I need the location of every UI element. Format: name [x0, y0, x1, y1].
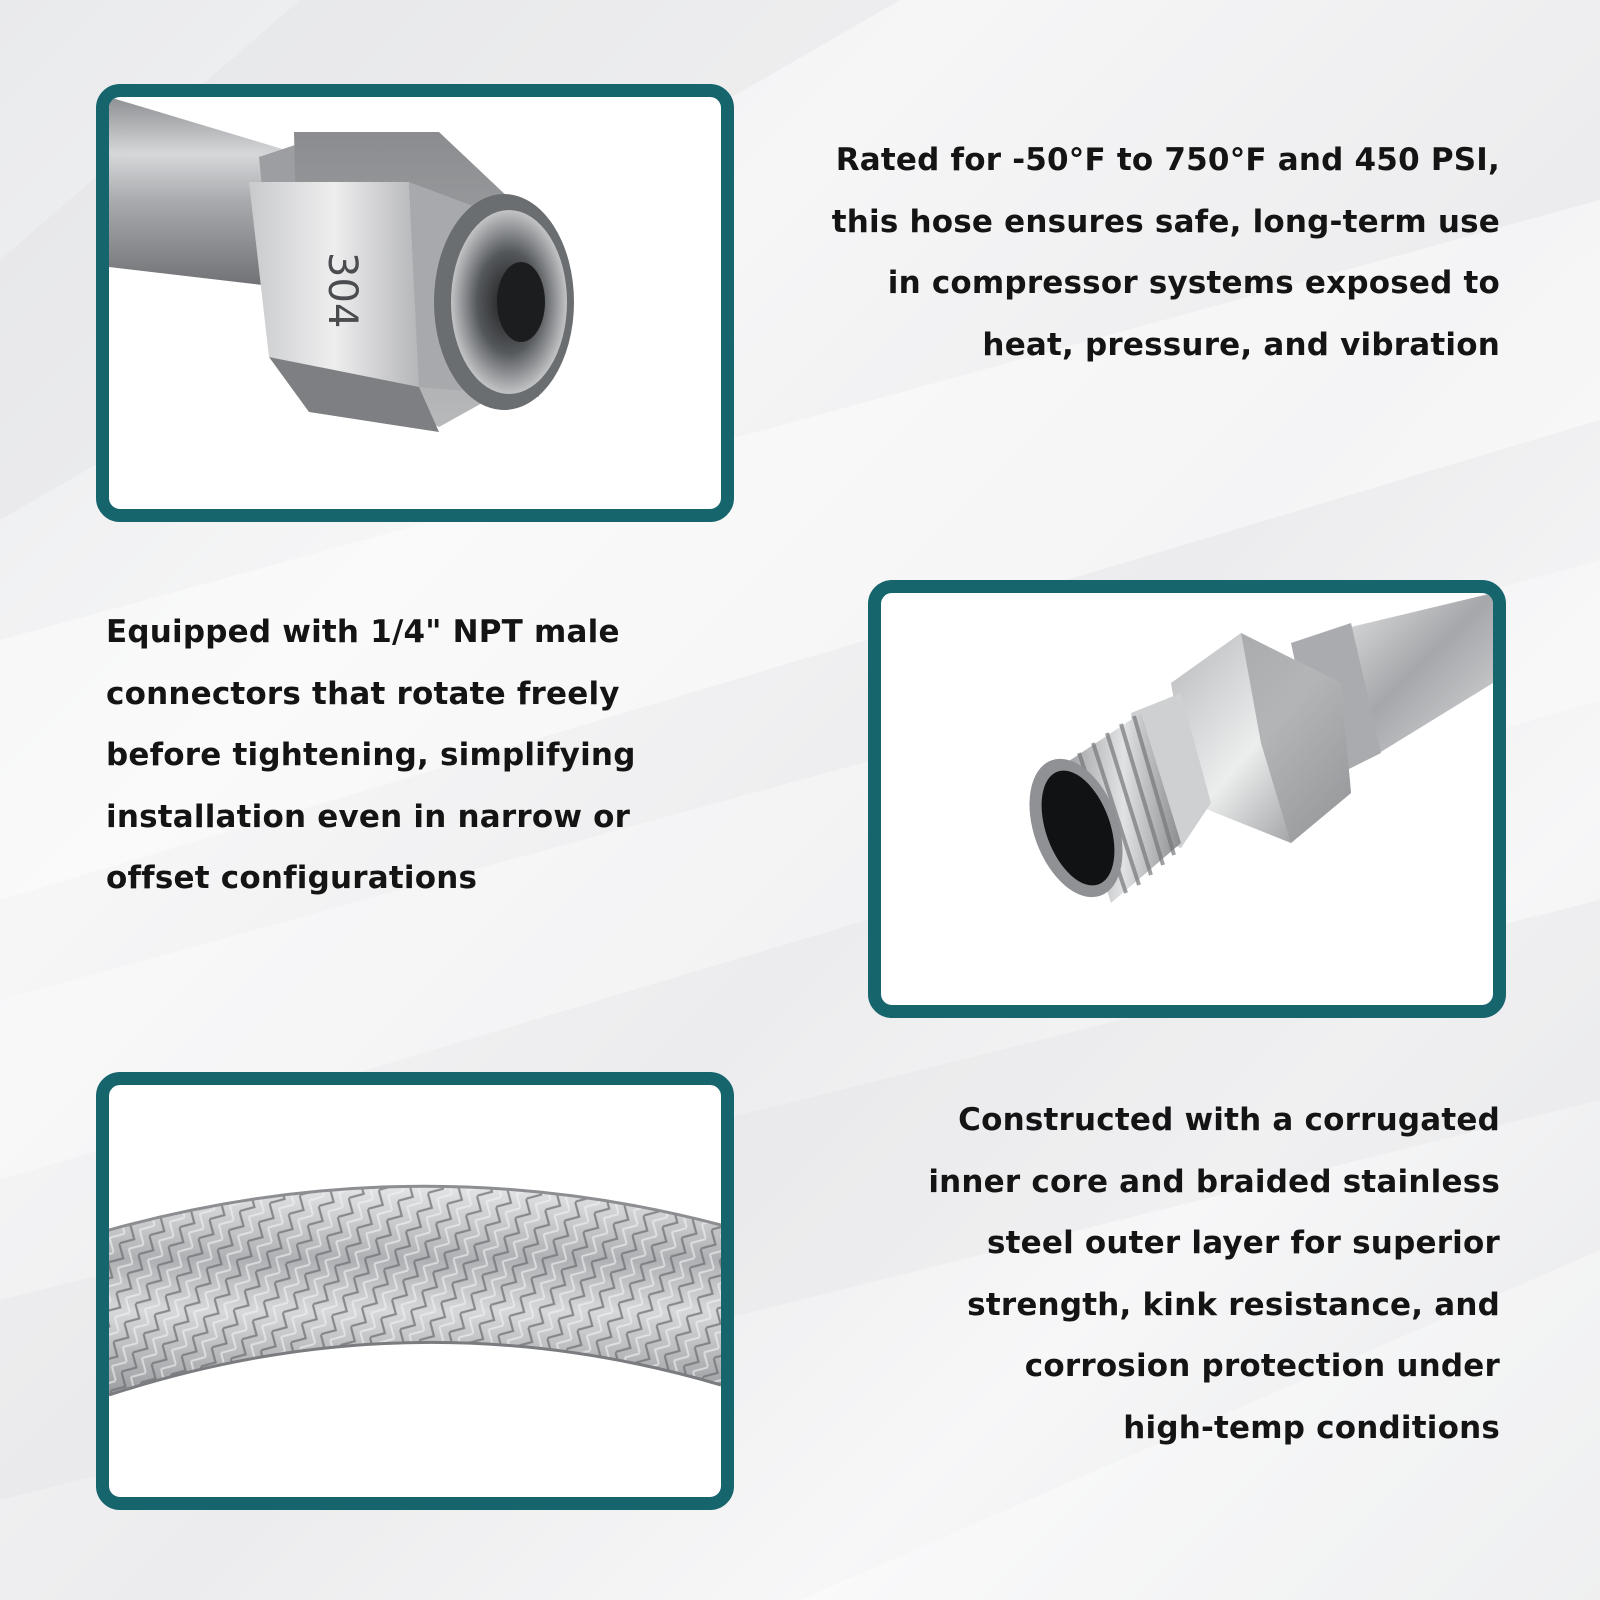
hex-fitting-illustration: 304 — [109, 97, 574, 432]
braided-hose-illustration — [109, 1184, 721, 1397]
connector-line: connectors that rotate freely — [106, 675, 620, 712]
construction-line: high-temp conditions — [1123, 1409, 1500, 1446]
rating-line: Rated for -50°F to 750°F and 450 PSI, — [835, 142, 1500, 178]
connector-line: Equipped with 1/4" NPT male — [106, 614, 620, 650]
connector-line: offset configurations — [106, 860, 478, 896]
construction-line: inner core and braided stainless — [928, 1163, 1500, 1200]
construction-description-text: Constructed with a corrugated inner core… — [800, 1090, 1500, 1459]
construction-line: corrosion protection under — [1024, 1348, 1500, 1384]
rating-line: in compressor systems exposed to — [887, 265, 1500, 301]
rating-line: this hose ensures safe, long-term use — [831, 203, 1500, 240]
construction-line: Constructed with a corrugated — [958, 1102, 1500, 1138]
temperature-pressure-rating-text: Rated for -50°F to 750°F and 450 PSI, th… — [800, 130, 1500, 376]
hex-fitting-image-panel: 304 — [96, 84, 734, 522]
stamp-text: 304 — [319, 252, 365, 328]
npt-connector-image-panel — [868, 580, 1506, 1018]
connector-line: before tightening, simplifying — [106, 737, 636, 773]
braided-hose-image-panel — [96, 1072, 734, 1510]
npt-connector-illustration — [1029, 593, 1493, 903]
construction-line: strength, kink resistance, and — [967, 1286, 1500, 1323]
construction-line: steel outer layer for superior — [986, 1225, 1500, 1261]
npt-connector-description-text: Equipped with 1/4" NPT male connectors t… — [106, 602, 806, 910]
connector-line: installation even in narrow or — [106, 798, 631, 835]
rating-line: heat, pressure, and vibration — [982, 326, 1500, 363]
